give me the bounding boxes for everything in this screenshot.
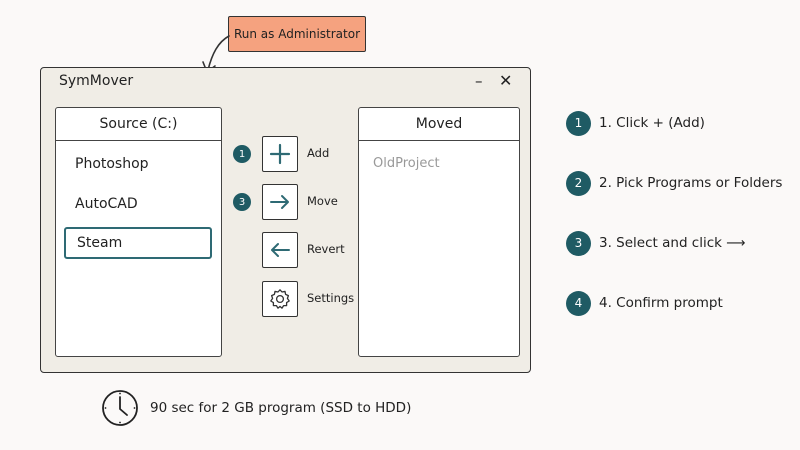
run-as-admin-callout: Run as Administrator xyxy=(228,16,366,52)
moved-panel-header: Moved xyxy=(359,108,519,141)
step-3-text: 3. Select and click ⟶ xyxy=(599,235,746,251)
minimize-button[interactable]: – xyxy=(475,72,483,90)
source-item-photoshop[interactable]: Photoshop xyxy=(64,148,212,180)
plus-icon xyxy=(269,143,291,165)
source-item-autocad[interactable]: AutoCAD xyxy=(64,188,212,220)
move-label: Move xyxy=(307,194,338,208)
step-4: 4 4. Confirm prompt xyxy=(566,290,723,316)
step-1: 1 1. Click + (Add) xyxy=(566,110,705,136)
list-item-label: AutoCAD xyxy=(75,196,138,212)
close-button[interactable]: ✕ xyxy=(499,71,513,90)
step-3-badge: 3 xyxy=(566,230,591,256)
source-panel-header: Source (C:) xyxy=(56,108,221,141)
step-2-text: 2. Pick Programs or Folders xyxy=(599,175,783,191)
settings-label: Settings xyxy=(307,291,355,305)
settings-button[interactable] xyxy=(262,281,298,317)
timing-text: 90 sec for 2 GB program (SSD to HDD) xyxy=(150,400,412,416)
step-1-badge: 1 xyxy=(566,110,591,136)
add-button[interactable] xyxy=(262,136,298,172)
gear-icon xyxy=(270,289,290,309)
revert-label: Revert xyxy=(307,242,345,256)
source-panel-title: Source (C:) xyxy=(99,116,178,132)
moved-item-oldproject[interactable]: OldProject xyxy=(373,156,440,171)
step-2: 2 2. Pick Programs or Folders xyxy=(566,170,782,196)
step-badge: 3 xyxy=(233,193,251,211)
callout-label: Run as Administrator xyxy=(233,27,361,41)
clock-icon xyxy=(102,390,138,426)
add-label: Add xyxy=(307,146,330,160)
step-4-text: 4. Confirm prompt xyxy=(599,295,723,311)
arrow-left-icon xyxy=(271,243,290,257)
revert-button[interactable] xyxy=(262,232,298,268)
step-3: 3 3. Select and click ⟶ xyxy=(566,230,746,256)
list-item-label: Steam xyxy=(77,235,123,251)
app-title: SymMover xyxy=(59,73,134,89)
move-button[interactable] xyxy=(262,184,298,220)
list-item-label: Photoshop xyxy=(75,156,149,172)
moved-panel-title: Moved xyxy=(415,116,463,132)
symmover-window: SymMover – ✕ Source (C:) Photoshop AutoC… xyxy=(40,67,531,373)
step-4-badge: 4 xyxy=(566,290,591,316)
step-2-badge: 2 xyxy=(566,170,591,196)
source-panel: Source (C:) Photoshop AutoCAD Steam xyxy=(55,107,222,357)
title-bar: SymMover – ✕ xyxy=(41,68,530,96)
arrow-right-icon xyxy=(270,195,289,209)
source-item-steam[interactable]: Steam xyxy=(64,227,212,259)
step-1-text: 1. Click + (Add) xyxy=(599,115,705,131)
timing-note: 90 sec for 2 GB program (SSD to HDD) xyxy=(100,388,411,428)
moved-panel: Moved OldProject xyxy=(358,107,520,357)
step-badge: 1 xyxy=(233,145,251,163)
